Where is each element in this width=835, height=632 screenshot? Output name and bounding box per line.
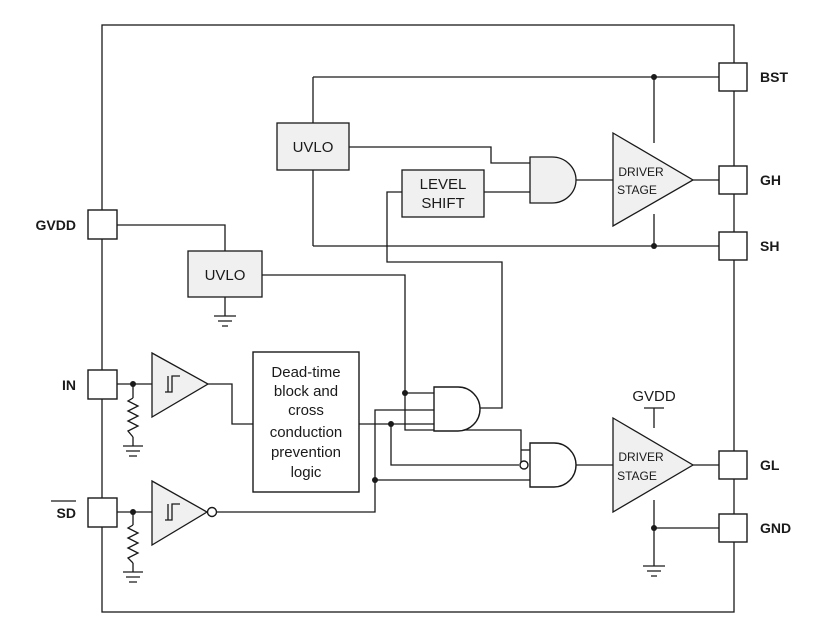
ground-icon bbox=[123, 445, 143, 457]
pin-sh bbox=[718, 231, 748, 261]
uvlo-gvdd-label: UVLO bbox=[205, 267, 246, 284]
hysteresis-icon bbox=[165, 375, 180, 393]
pin-gvdd-label: GVDD bbox=[36, 217, 76, 233]
level-shift-block bbox=[401, 169, 485, 218]
and-gate-low bbox=[529, 442, 577, 488]
pin-sd bbox=[87, 497, 118, 528]
pin-gnd-label: GND bbox=[760, 520, 791, 536]
inverter-bubble bbox=[519, 460, 529, 470]
and-gate-high bbox=[529, 156, 577, 204]
junction-dot bbox=[651, 243, 657, 249]
junction-dot bbox=[372, 477, 378, 483]
and-gate-mid bbox=[433, 386, 481, 432]
chip-outline bbox=[101, 24, 735, 613]
junction-dot bbox=[388, 421, 394, 427]
ground-icon bbox=[214, 315, 236, 327]
pin-gvdd bbox=[87, 209, 118, 240]
level-shift-label-1: LEVEL bbox=[420, 176, 467, 193]
wire-buf-dt bbox=[208, 383, 253, 425]
pin-bst bbox=[718, 62, 748, 92]
uvlo-high-block bbox=[276, 122, 350, 171]
driver-stage-high bbox=[612, 131, 695, 228]
pin-in-label: IN bbox=[62, 377, 76, 393]
pin-in bbox=[87, 369, 118, 400]
uvlo-high-label: UVLO bbox=[293, 139, 334, 156]
ground-icon bbox=[643, 565, 665, 577]
schmitt-inverter-sd bbox=[151, 479, 209, 547]
driver-high-label-2: STAGE bbox=[617, 183, 657, 197]
pin-gl bbox=[718, 450, 748, 480]
deadtime-label-3: cross bbox=[288, 402, 324, 419]
schmitt-buffer-in bbox=[151, 351, 210, 419]
driver-high-label-1: DRIVER bbox=[618, 165, 664, 179]
pin-sd-label: SD bbox=[57, 505, 76, 521]
pin-gh-label: GH bbox=[760, 172, 781, 188]
driver-low-label-1: DRIVER bbox=[618, 450, 664, 464]
junction-dot bbox=[402, 390, 408, 396]
wire-sd-out bbox=[216, 409, 434, 513]
pin-gh bbox=[718, 165, 748, 195]
resistor-sd bbox=[126, 524, 140, 564]
wire-uvlo-and bbox=[349, 146, 530, 164]
deadtime-label-4: conduction bbox=[270, 424, 343, 441]
hysteresis-icon bbox=[165, 503, 180, 521]
level-shift-label-2: SHIFT bbox=[421, 195, 464, 212]
driver-low-label-2: STAGE bbox=[617, 469, 657, 483]
deadtime-label-5: prevention bbox=[271, 444, 341, 461]
wire-uvlo-out bbox=[262, 274, 522, 465]
uvlo-gvdd-block bbox=[187, 250, 263, 298]
driver-stage-low bbox=[612, 416, 695, 514]
ground-icon bbox=[123, 571, 143, 583]
wire-gvdd-uvlo bbox=[102, 224, 226, 251]
inverter-bubble bbox=[206, 506, 218, 518]
deadtime-label-1: Dead-time bbox=[271, 364, 340, 381]
deadtime-label-2: block and bbox=[274, 383, 338, 400]
pin-gnd bbox=[718, 513, 748, 543]
pin-gl-label: GL bbox=[760, 457, 780, 473]
pin-bst-label: BST bbox=[760, 69, 788, 85]
junction-dot bbox=[651, 525, 657, 531]
wire-ls-input bbox=[386, 191, 503, 409]
pin-sh-label: SH bbox=[760, 238, 779, 254]
junction-dot bbox=[130, 509, 136, 515]
supply-label: GVDD bbox=[632, 388, 676, 405]
junction-dot bbox=[130, 381, 136, 387]
deadtime-label-6: logic bbox=[291, 464, 322, 481]
deadtime-block bbox=[252, 351, 360, 493]
junction-dot bbox=[651, 74, 657, 80]
resistor-in bbox=[126, 397, 140, 438]
